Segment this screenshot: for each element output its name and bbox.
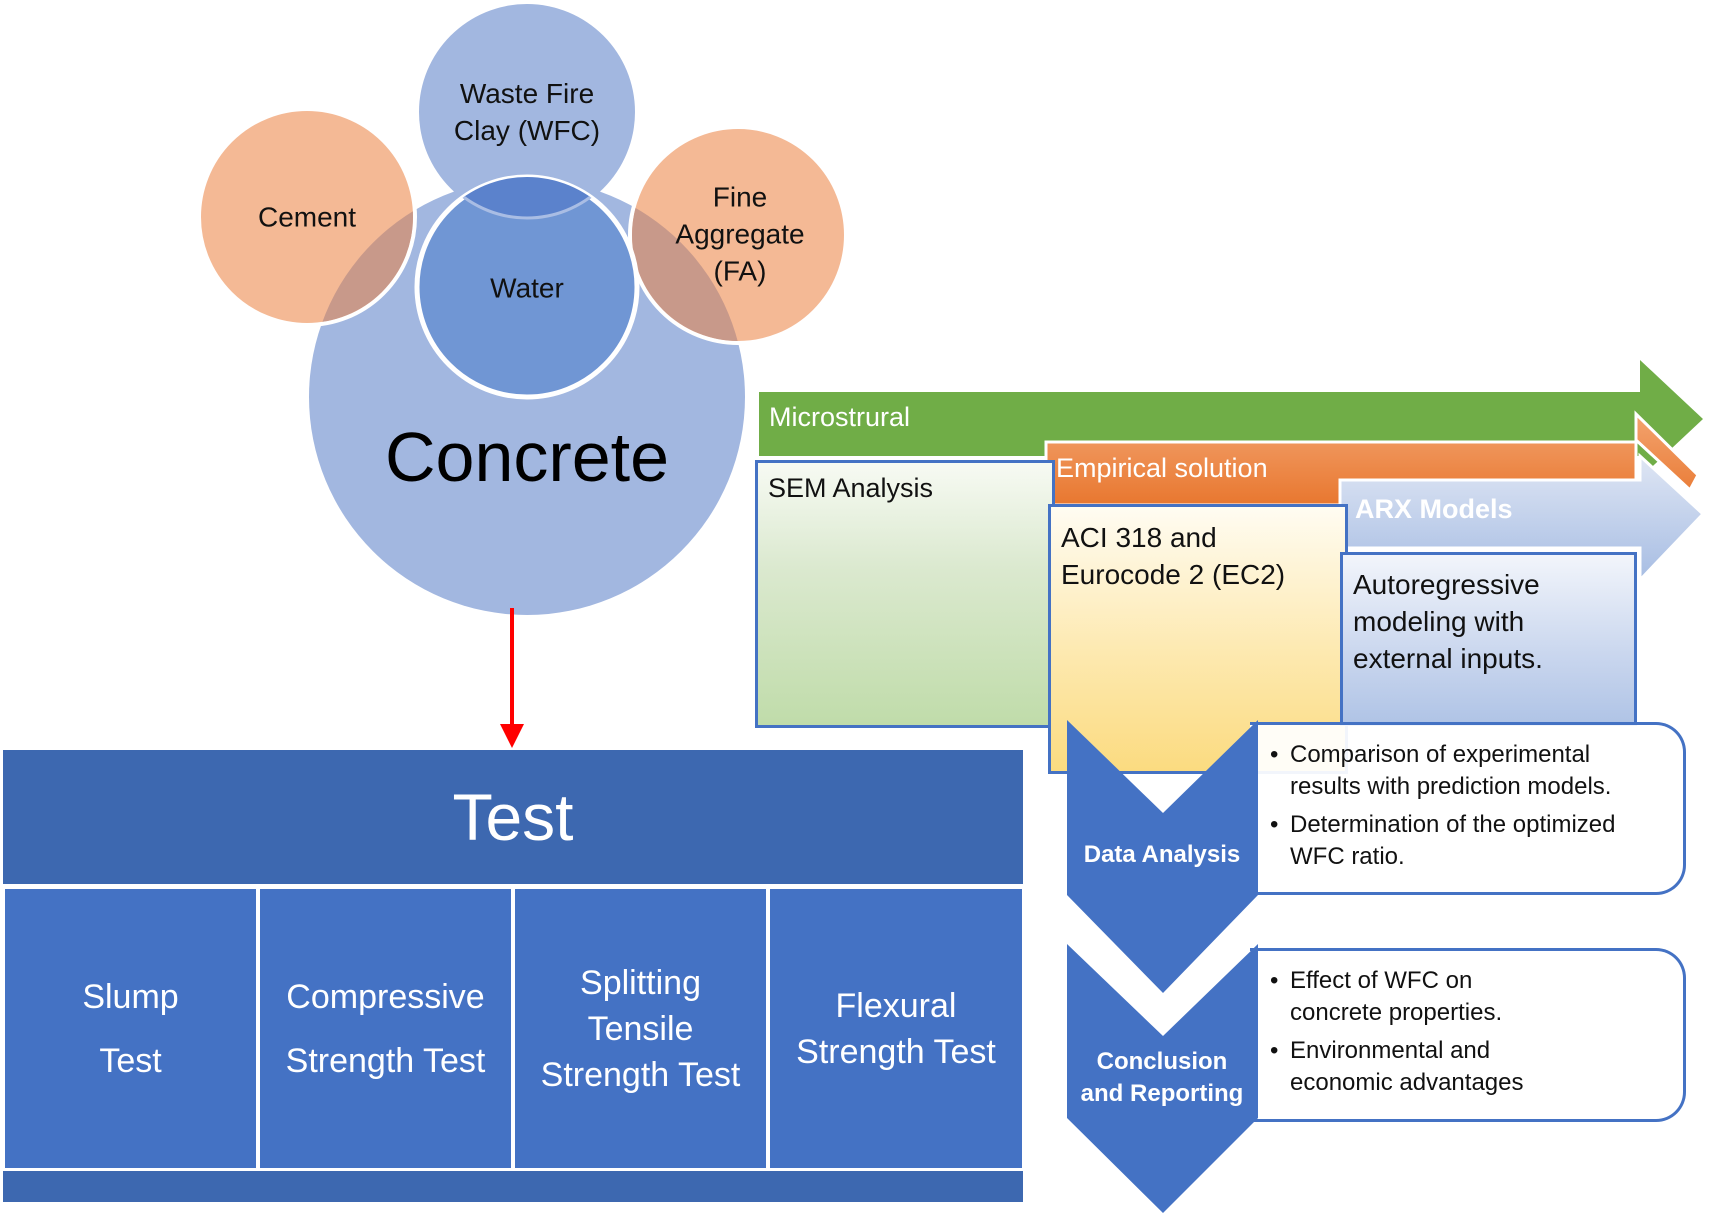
data-analysis-box: Comparison of experimental results with … (1250, 722, 1686, 895)
microstructural-title: Microstrural (769, 402, 911, 432)
cement-label: Cement (258, 199, 356, 236)
concrete-text: Concrete (384, 418, 670, 496)
test-cell-text: Strength Test (285, 1041, 486, 1080)
fa-text-line2: Aggregate (675, 218, 805, 250)
test-cell-text: Splitting (580, 963, 701, 1002)
water-label: Water (490, 270, 564, 307)
sem-analysis-box: SEM Analysis (755, 460, 1055, 728)
empirical-header: Empirical solution (1046, 442, 1636, 505)
arx-text-line2: modeling with (1353, 606, 1525, 637)
arx-text-line1: Autoregressive (1353, 569, 1540, 600)
arx-box: Autoregressive modeling with external in… (1340, 552, 1637, 726)
cement-concrete-overlap (309, 179, 413, 323)
water-text: Water (490, 272, 564, 304)
microstructural-header: Microstrural (759, 392, 1640, 456)
wfc-water-overlap (419, 177, 635, 220)
sem-analysis-text: SEM Analysis (768, 473, 934, 503)
test-cell-text: Strength Test (796, 1032, 996, 1071)
bullet-item: Comparison of experimental results with … (1270, 739, 1671, 803)
conclusion-box: Effect of WFC on concrete properties. En… (1250, 948, 1686, 1122)
test-cell-flexural: Flexural Strength Test (770, 889, 1022, 1168)
test-cell-text: Strength Test (540, 1055, 741, 1094)
arx-title: ARX Models (1355, 494, 1513, 524)
wfc-text-line2: Clay (WFC) (453, 115, 601, 146)
data-analysis-label-text: Data Analysis (1083, 841, 1241, 868)
test-cell-slump: Slump Test (5, 889, 256, 1168)
test-cell-text: Tensile (587, 1009, 694, 1048)
wfc-text-line1: Waste Fire (459, 78, 595, 109)
arx-header: ARX Models (1340, 480, 1640, 548)
test-cell-text: Test (99, 1041, 162, 1080)
arx-arrow (1338, 452, 1706, 584)
bullet-item: Determination of the optimized WFC ratio… (1270, 809, 1671, 873)
conclusion-label-line1: Conclusion (1096, 1048, 1228, 1075)
fa-text-line3: (FA) (713, 255, 767, 287)
conclusion-bullets: Effect of WFC on concrete properties. En… (1270, 965, 1671, 1099)
empirical-text-line1: ACI 318 and (1061, 522, 1217, 553)
test-cell-text: Slump (82, 977, 179, 1016)
data-analysis-label: Data Analysis (1067, 839, 1257, 871)
concrete-label: Concrete (385, 417, 669, 497)
data-analysis-bullets: Comparison of experimental results with … (1270, 739, 1671, 873)
fa-text-line1: Fine (712, 181, 768, 213)
wfc-label: Waste Fire Clay (WFC) (454, 75, 600, 149)
test-header: Test (3, 750, 1023, 884)
fine-aggregate-label: Fine Aggregate (FA) (675, 179, 804, 290)
arx-text-line3: external inputs. (1353, 643, 1543, 674)
concrete-to-test-arrowhead (500, 724, 524, 748)
test-cell-compressive: Compressive Strength Test (260, 889, 511, 1168)
bullet-item: Effect of WFC on concrete properties. (1270, 965, 1671, 1029)
test-cell-text: Compressive (286, 977, 485, 1016)
empirical-title: Empirical solution (1056, 453, 1268, 483)
test-cell-text: Flexural (835, 986, 957, 1025)
wfc-circle (419, 4, 635, 220)
test-footer-bar (3, 1171, 1023, 1202)
conclusion-label-line2: and Reporting (1080, 1080, 1244, 1107)
test-title: Test (452, 780, 574, 854)
test-cell-splitting-tensile: Splitting Tensile Strength Test (515, 889, 766, 1168)
empirical-text-line2: Eurocode 2 (EC2) (1061, 559, 1286, 590)
cement-text: Cement (257, 201, 357, 233)
conclusion-label: Conclusion and Reporting (1067, 1046, 1257, 1110)
bullet-item: Environmental and economic advantages (1270, 1035, 1671, 1099)
